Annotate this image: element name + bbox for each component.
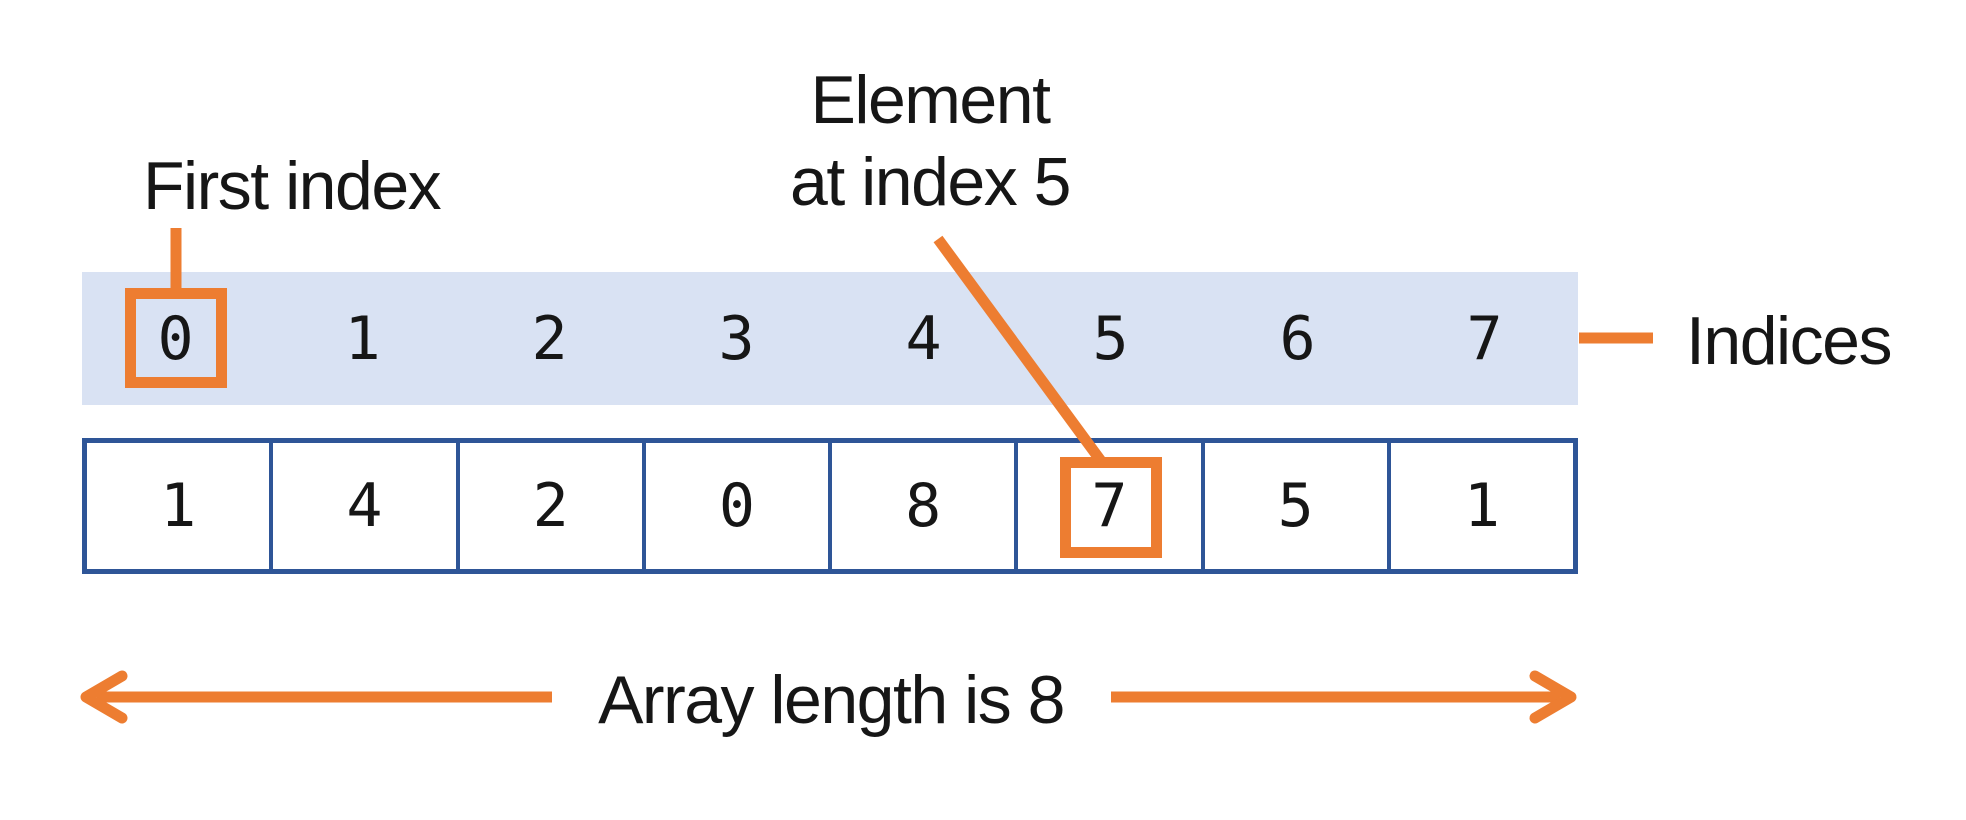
- element-at-index-label-line2: at index 5: [790, 144, 1071, 220]
- element-at-index-label-line1: Element: [810, 62, 1051, 138]
- value-cell: 2: [460, 443, 646, 569]
- array-length-left-arrowhead-icon: [80, 670, 128, 724]
- first-index-label: First index: [143, 148, 442, 224]
- value-cell: 5: [1205, 443, 1391, 569]
- value-cell: 7: [1018, 443, 1205, 569]
- value-cell: 1: [87, 443, 274, 569]
- index-cell: 1: [344, 303, 381, 374]
- value-cell: 4: [273, 443, 460, 569]
- element-at-index-label: Element at index 5: [790, 59, 1071, 223]
- element-highlight-box: [1060, 457, 1162, 558]
- index-cell: 0: [157, 303, 194, 374]
- value-cell: 8: [832, 443, 1019, 569]
- indices-band: 0 1 2 3 4 5 6 7: [82, 272, 1578, 405]
- first-index-highlight-box: [125, 288, 227, 388]
- index-cell: 7: [1466, 303, 1503, 374]
- index-cell: 5: [1092, 303, 1129, 374]
- index-cell: 4: [905, 303, 942, 374]
- index-cell: 6: [1279, 303, 1316, 374]
- index-cell: 2: [531, 303, 568, 374]
- array-length-label: Array length is 8: [598, 662, 1065, 738]
- array-length-right-arrowhead-icon: [1529, 670, 1577, 724]
- indices-label: Indices: [1686, 303, 1892, 379]
- value-cell: 1: [1463, 471, 1500, 541]
- value-cell: 0: [646, 443, 832, 569]
- index-cell: 3: [718, 303, 755, 374]
